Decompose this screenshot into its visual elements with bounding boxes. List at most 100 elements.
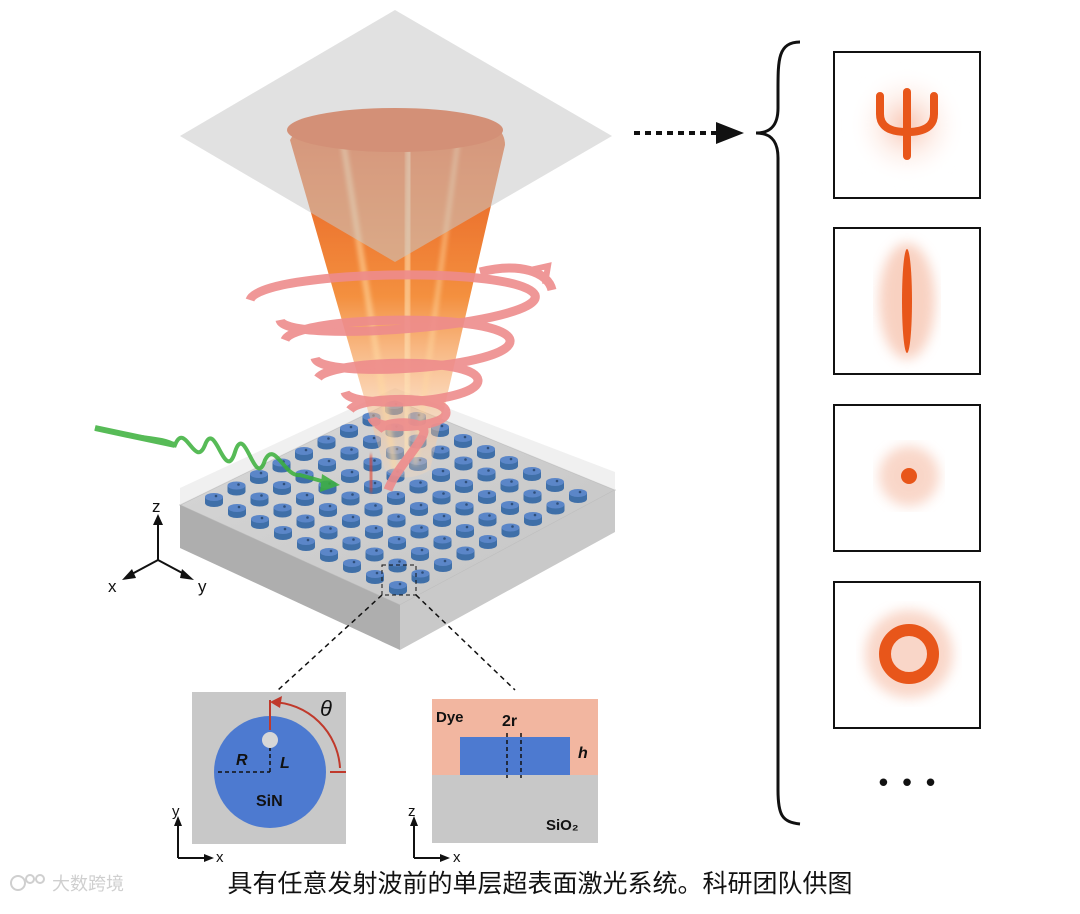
nanopillar	[411, 547, 429, 561]
nanopillar	[434, 558, 452, 572]
nanopillar	[365, 547, 384, 562]
nanopillar	[366, 570, 384, 584]
nanopillar	[523, 489, 542, 504]
psi-shape	[876, 88, 938, 160]
nanopillar	[477, 467, 496, 482]
top-view-inset	[192, 692, 346, 844]
sin-label: SiN	[256, 793, 283, 810]
nanopillar	[228, 504, 246, 518]
inset-axis-y-label: y	[172, 803, 180, 820]
figure-caption: 具有任意发射波前的单层超表面激光系统。科研团队供图	[227, 869, 853, 898]
nanopillar	[342, 536, 361, 551]
nanopillar	[296, 492, 314, 506]
nanopillar	[455, 479, 473, 493]
nanopillar	[524, 512, 542, 526]
nanopillar	[318, 458, 336, 472]
inset-axis-z-label: z	[408, 803, 416, 820]
nanopillar	[410, 502, 428, 516]
zoom-leader-left	[277, 594, 383, 691]
axis-y-label: y	[198, 577, 207, 596]
watermark-logo-icon	[10, 874, 45, 891]
theta-label: θ	[320, 696, 332, 721]
pattern-panel-dot	[833, 404, 981, 552]
diameter-label: 2r	[502, 713, 517, 730]
side-view-inset	[432, 699, 598, 843]
nanopillar	[340, 424, 358, 438]
axis-x-label: x	[108, 577, 117, 596]
nanopillar	[454, 456, 473, 471]
nanopillar	[387, 513, 406, 528]
nanopillar	[432, 468, 450, 482]
pattern-panel-psi	[833, 51, 981, 199]
nanopillar	[501, 523, 520, 538]
inset-axis-x2-label: x	[453, 849, 461, 866]
nanopillar	[569, 489, 587, 503]
nanopillar	[432, 490, 451, 505]
nanopillar	[251, 515, 269, 529]
nanopillar	[479, 535, 497, 549]
hole-circle	[262, 732, 278, 748]
nanopillar	[341, 491, 360, 506]
pattern-panel-line	[833, 227, 981, 375]
nanopillar	[341, 469, 359, 483]
curly-brace	[755, 40, 801, 826]
pillar-side-rect	[460, 737, 570, 775]
nanopillar	[433, 513, 451, 527]
pump-laser-wave	[94, 425, 340, 492]
nanopillar	[389, 581, 407, 595]
watermark: 大数跨境	[8, 870, 124, 896]
watermark-text: 大数跨境	[52, 874, 124, 895]
nanopillar	[500, 456, 518, 470]
nanopillar	[343, 559, 361, 573]
nanopillar	[455, 501, 474, 516]
nanopillar	[319, 503, 337, 517]
more-patterns-ellipsis: • • •	[876, 769, 939, 799]
height-label: h	[578, 745, 588, 762]
inset-axis-x-label: x	[216, 849, 224, 866]
spiral-wavefront	[245, 262, 557, 492]
nanopillar	[433, 535, 452, 550]
image-plane	[180, 10, 612, 262]
axis-z-label: z	[152, 497, 161, 516]
radius-label: R	[236, 752, 248, 769]
nanopillar	[295, 447, 313, 461]
nanopillar	[456, 546, 475, 561]
offset-l-label: L	[280, 755, 290, 772]
axes-3d	[122, 514, 194, 580]
zoom-box	[381, 564, 417, 596]
nanopillar	[364, 502, 383, 517]
inset-axes-xy	[174, 816, 214, 862]
dye-label: Dye	[436, 709, 464, 726]
nanopillar	[546, 478, 564, 492]
inset-axes-xz	[410, 816, 450, 862]
nanopillar	[317, 435, 336, 450]
nanopillar	[250, 492, 269, 507]
nanopillar	[340, 446, 359, 461]
nanopillar	[342, 514, 360, 528]
sio2-layer	[432, 775, 598, 843]
nanopillar	[250, 470, 268, 484]
nanopillar	[523, 467, 541, 481]
dot-shape	[901, 468, 917, 484]
nanopillar	[320, 548, 338, 562]
nanopillar	[409, 479, 428, 494]
nanopillar	[454, 434, 472, 448]
nanopillar	[500, 478, 519, 493]
nanopillar	[477, 445, 495, 459]
pattern-panel-ring	[833, 581, 981, 729]
nanopillar	[273, 481, 291, 495]
arrow-head	[716, 122, 744, 144]
nanopillar	[296, 514, 315, 529]
nanopillar	[319, 525, 338, 540]
nanopillar	[478, 490, 496, 504]
line-shape	[902, 249, 912, 353]
nanopillar	[365, 525, 383, 539]
zoom-leader-right	[415, 594, 516, 691]
nanopillar	[410, 524, 429, 539]
nanopillar	[205, 493, 223, 507]
nanopillar	[273, 503, 292, 518]
nanopillar	[274, 526, 292, 540]
nanopillar	[456, 524, 474, 538]
nanopillar	[297, 537, 315, 551]
